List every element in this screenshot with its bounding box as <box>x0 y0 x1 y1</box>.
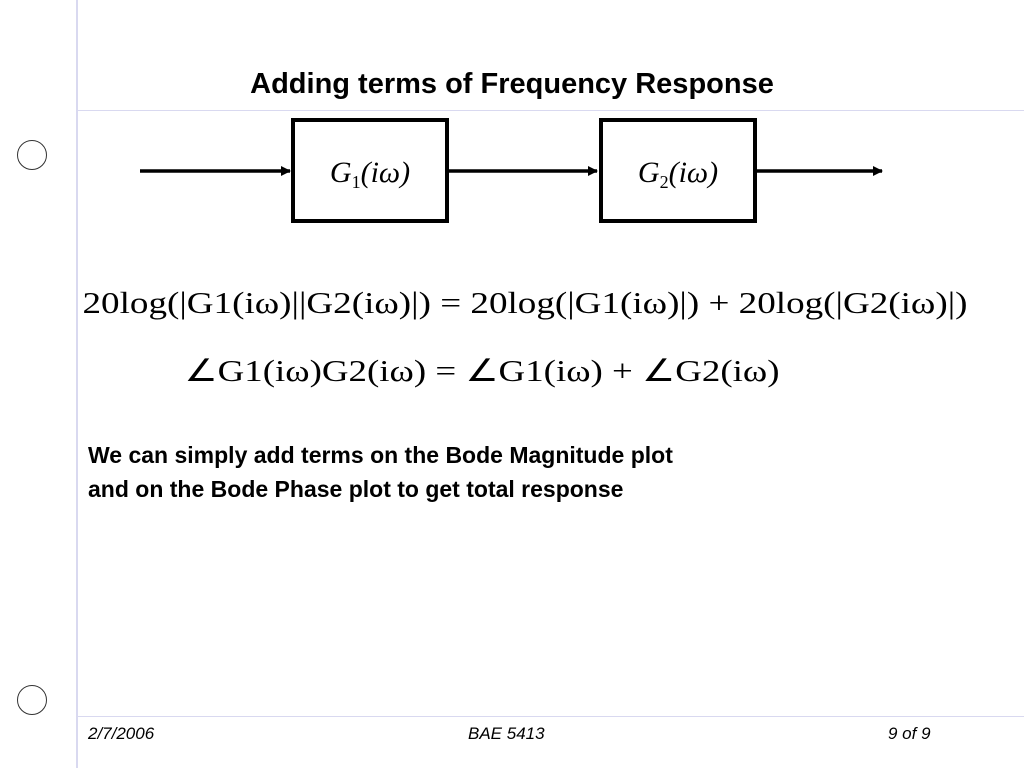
footer-rule <box>78 716 1024 717</box>
block-diagram: G1(iω) G2(iω) 20log(|G1(iω)||G2(iω)|) = … <box>83 118 968 388</box>
header-rule <box>78 110 1024 111</box>
block-g2-label: G2(iω) <box>638 156 718 192</box>
footer-date: 2/7/2006 <box>88 724 155 743</box>
explanation-text: We can simply add terms on the Bode Magn… <box>88 438 848 506</box>
binder-hole-icon <box>17 140 47 170</box>
phase-equation: ∠G1(iω)G2(iω) = ∠G1(iω) + ∠G2(iω) <box>185 353 780 388</box>
footer-course: BAE 5413 <box>468 724 545 743</box>
magnitude-equation: 20log(|G1(iω)||G2(iω)|) = 20log(|G1(iω)|… <box>83 285 968 320</box>
explanation-line: and on the Bode Phase plot to get total … <box>88 476 624 502</box>
slide-title: Adding terms of Frequency Response <box>250 68 774 100</box>
left-margin-line <box>76 0 78 768</box>
block-g1-label: G1(iω) <box>330 156 410 192</box>
footer-page-number: 9 of 9 <box>888 724 931 743</box>
explanation-line: We can simply add terms on the Bode Magn… <box>88 442 673 468</box>
binder-hole-icon <box>17 685 47 715</box>
